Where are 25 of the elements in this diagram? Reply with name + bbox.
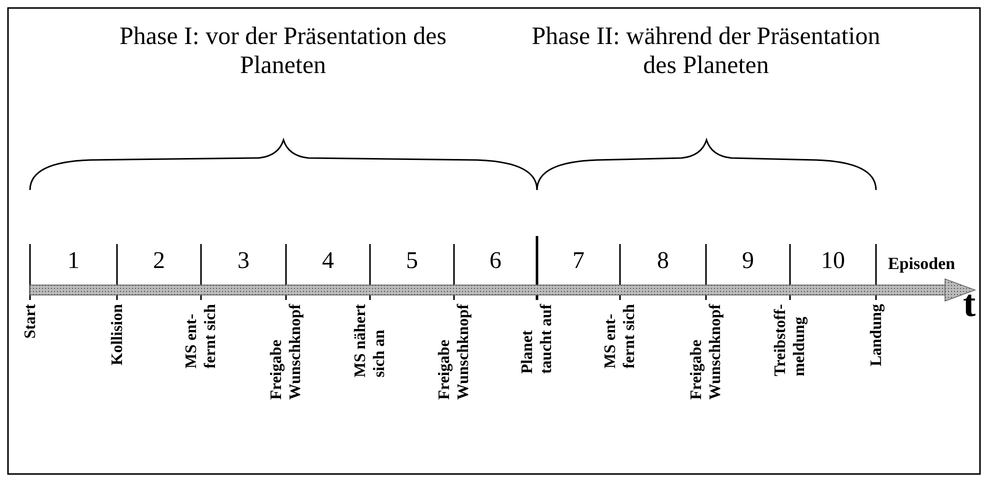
event-label: Landung bbox=[866, 304, 886, 366]
episode-number: 1 bbox=[66, 248, 80, 275]
episode-number: 10 bbox=[820, 248, 846, 275]
phase-heading: Phase I: vor der Präsentation des Planeten bbox=[118, 22, 448, 80]
event-label: Start bbox=[20, 304, 40, 339]
episode-number: 5 bbox=[405, 248, 419, 275]
event-label: Treibstoff- meldung bbox=[771, 304, 809, 376]
axis-label: Episoden bbox=[888, 254, 956, 274]
event-label: Planet taucht auf bbox=[518, 304, 556, 374]
episode-number: 8 bbox=[656, 248, 670, 275]
event-label: Kollision bbox=[108, 304, 126, 366]
axis-label: t bbox=[963, 284, 976, 324]
episode-number: 7 bbox=[572, 248, 586, 275]
event-label: MS ent- fernt sich bbox=[601, 304, 639, 368]
event-label: MS nähert sich an bbox=[351, 304, 389, 378]
event-label: Freigabe Wunschknopf bbox=[687, 304, 725, 400]
episode-number: 4 bbox=[321, 248, 335, 275]
episode-number: 9 bbox=[741, 248, 755, 275]
episode-number: 3 bbox=[236, 248, 250, 275]
event-label: MS ent- fernt sich bbox=[182, 304, 220, 368]
event-label: Freigabe Wunschknopf bbox=[267, 304, 305, 400]
event-label: Freigabe Wunschknopf bbox=[435, 304, 473, 400]
phase-heading: Phase II: während der Präsentation des Planeten bbox=[530, 22, 882, 80]
episode-number: 6 bbox=[488, 248, 502, 275]
episode-number: 2 bbox=[152, 248, 166, 275]
